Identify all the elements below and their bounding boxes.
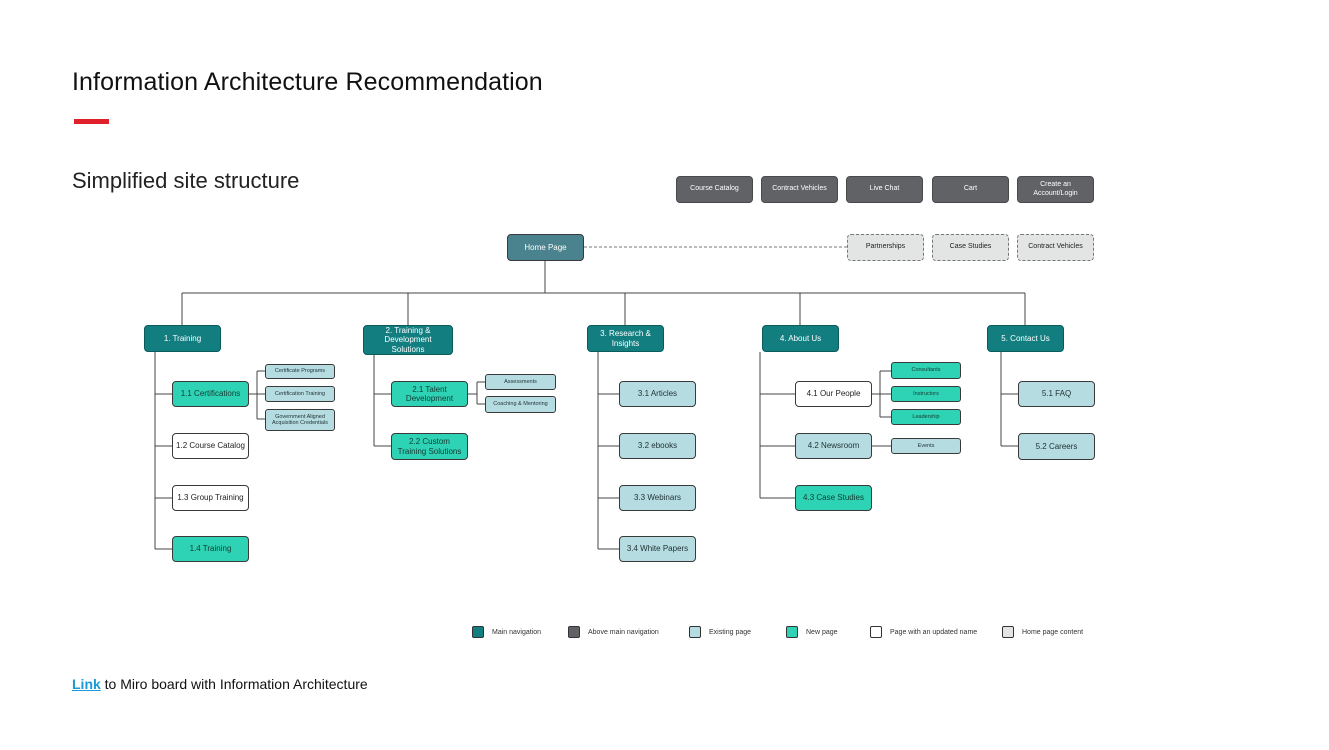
page-2-2-custom-training-solutions[interactable]: 2.2 Custom Training Solutions [391, 433, 468, 460]
miro-board-link[interactable]: Link [72, 676, 101, 692]
legend-label: Existing page [709, 628, 752, 636]
page-4-1-our-people[interactable]: 4.1 Our People [795, 381, 872, 407]
footer-note: Link to Miro board with Information Arch… [72, 676, 368, 692]
page-leadership[interactable]: Leadership [891, 409, 961, 425]
top-nav-course-catalog[interactable]: Course Catalog [676, 176, 753, 203]
legend-swatch [689, 626, 701, 638]
nav-about-us[interactable]: 4. About Us [762, 325, 839, 352]
legend-label: Main navigation [492, 628, 542, 636]
footer-text: to Miro board with Information Architect… [100, 676, 368, 692]
legend-main-navigation: Main navigation [472, 626, 541, 638]
page-3-1-articles[interactable]: 3.1 Articles [619, 381, 696, 407]
home-content-case-studies: Case Studies [932, 234, 1009, 261]
legend-label: Home page content [1022, 628, 1084, 636]
page-instructors[interactable]: Instructors [891, 386, 961, 402]
top-nav-contract-vehicles[interactable]: Contract Vehicles [761, 176, 838, 203]
page-3-4-white-papers[interactable]: 3.4 White Papers [619, 536, 696, 562]
page-3-2-ebooks[interactable]: 3.2 ebooks [619, 433, 696, 459]
nav-training[interactable]: 1. Training [144, 325, 221, 352]
legend-label: Page with an updated name [890, 628, 978, 636]
home-content-contract-vehicles: Contract Vehicles [1017, 234, 1094, 261]
page-certification-training[interactable]: Certification Training [265, 386, 335, 402]
nav-contact-us[interactable]: 5. Contact Us [987, 325, 1064, 352]
page-1-4-training[interactable]: 1.4 Training [172, 536, 249, 562]
nav-training-development[interactable]: 2. Training & Development Solutions [363, 325, 453, 355]
page-consultants[interactable]: Consultants [891, 362, 961, 379]
legend-swatch [786, 626, 798, 638]
legend-swatch [1002, 626, 1014, 638]
legend-swatch [472, 626, 484, 638]
page-3-3-webinars[interactable]: 3.3 Webinars [619, 485, 696, 511]
page-1-2-course-catalog[interactable]: 1.2 Course Catalog [172, 433, 249, 459]
home-page-node[interactable]: Home Page [507, 234, 584, 261]
page-coaching-mentoring[interactable]: Coaching & Mentoring [485, 396, 556, 413]
top-nav-create-account[interactable]: Create an Account/Login [1017, 176, 1094, 203]
legend-label: New page [806, 628, 838, 636]
page-5-2-careers[interactable]: 5.2 Careers [1018, 433, 1095, 460]
page-1-1-certifications[interactable]: 1.1 Certifications [172, 381, 249, 407]
legend-updated-name: Page with an updated name [870, 626, 977, 638]
page-5-1-faq[interactable]: 5.1 FAQ [1018, 381, 1095, 407]
page-1-3-group-training[interactable]: 1.3 Group Training [172, 485, 249, 511]
page-4-3-case-studies[interactable]: 4.3 Case Studies [795, 485, 872, 511]
legend-swatch [568, 626, 580, 638]
legend-above-main-navigation: Above main navigation [568, 626, 659, 638]
home-content-partnerships: Partnerships [847, 234, 924, 261]
page-government-aligned-credentials[interactable]: Government Aligned Acquisition Credentia… [265, 409, 335, 431]
page-2-1-talent-development[interactable]: 2.1 Talent Development [391, 381, 468, 407]
page-certificate-programs[interactable]: Certificate Programs [265, 364, 335, 379]
accent-bar [74, 119, 109, 124]
nav-research-insights[interactable]: 3. Research & Insights [587, 325, 664, 352]
legend-swatch [870, 626, 882, 638]
page-title: Information Architecture Recommendation [72, 68, 543, 96]
top-nav-cart[interactable]: Cart [932, 176, 1009, 203]
legend-existing-page: Existing page [689, 626, 751, 638]
legend-home-page-content: Home page content [1002, 626, 1083, 638]
page-assessments[interactable]: Assessments [485, 374, 556, 390]
legend-label: Above main navigation [588, 628, 659, 636]
page-events[interactable]: Events [891, 438, 961, 454]
top-nav-live-chat[interactable]: Live Chat [846, 176, 923, 203]
page-subtitle: Simplified site structure [72, 168, 300, 193]
legend-new-page: New page [786, 626, 838, 638]
page-4-2-newsroom[interactable]: 4.2 Newsroom [795, 433, 872, 459]
